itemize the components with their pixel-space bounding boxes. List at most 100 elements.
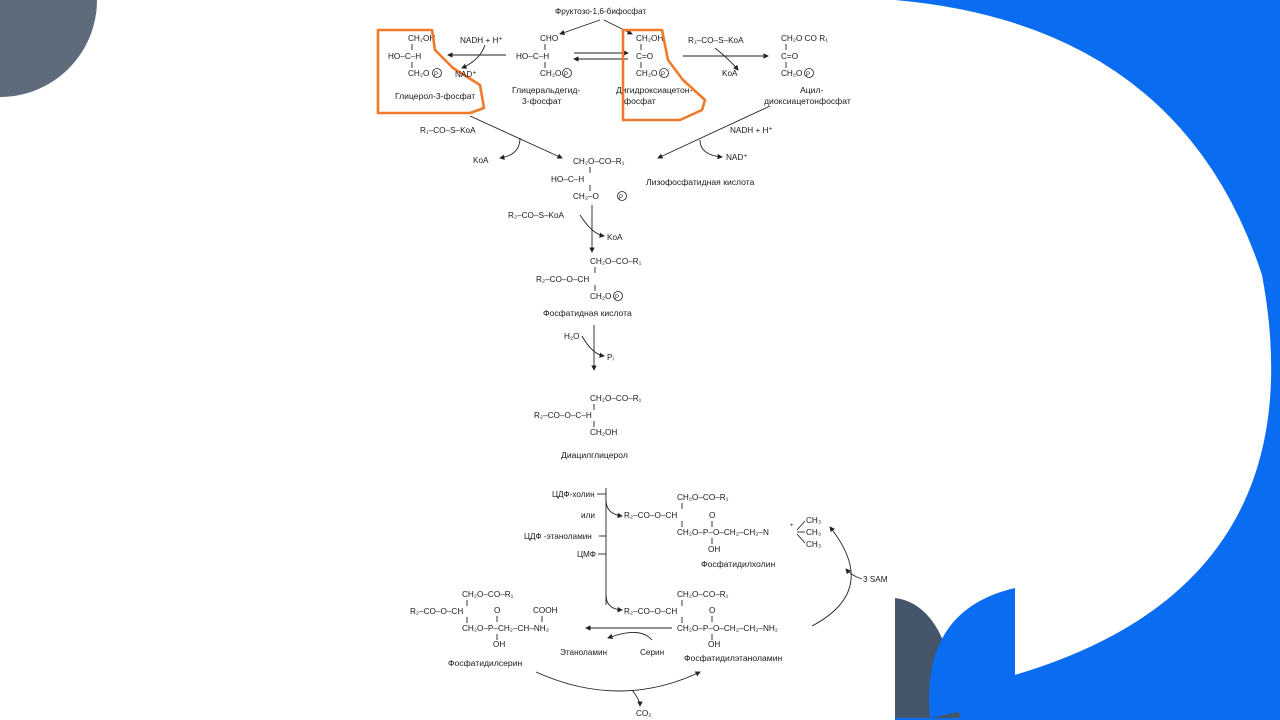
svg-text:CH₂O–P–O–CH₂–CH₂–NH₂: CH₂O–P–O–CH₂–CH₂–NH₂ <box>677 624 778 633</box>
diacylglycerol: CH₂O–CO–R₁ R₂–CO–O–C–H CH₂OH Диацилглице… <box>534 394 642 460</box>
acyl-coa-label-3: R₂–CO–S–KoA <box>508 211 565 220</box>
phosphatidylcholine: CH₂O–CO–R₁ R₂–CO–O–CH O CH₂O–P–O–CH₂–CH₂… <box>624 493 821 569</box>
svg-text:P: P <box>619 195 623 201</box>
svg-text:CH₂–O: CH₂–O <box>573 192 599 201</box>
lysophosphatidic-acid: CH₂O–CO–R₁ HO–C–H CH₂–O P Лизофосфатидна… <box>551 157 755 201</box>
svg-text:+: + <box>790 523 794 529</box>
svg-text:CH₂O–CO–R₁: CH₂O–CO–R₁ <box>573 157 625 166</box>
ethanolamine-label: Этаноламин <box>560 648 607 657</box>
svg-text:фосфат: фосфат <box>624 96 656 106</box>
svg-text:CH₃: CH₃ <box>806 516 821 525</box>
svg-text:Фосфатидилхолин: Фосфатидилхолин <box>701 559 775 569</box>
arrow-nadh-2 <box>699 139 723 160</box>
svg-text:O: O <box>709 511 715 520</box>
svg-text:O: O <box>709 606 715 615</box>
svg-text:Глицерол-3-фосфат: Глицерол-3-фосфат <box>395 91 475 101</box>
or-label: или <box>581 511 595 520</box>
co2-label: CO₂ <box>636 709 651 718</box>
svg-text:P: P <box>564 72 568 78</box>
koa-label-3: KoA <box>607 233 623 242</box>
acyl-dhap: CH₂O CO R₁ C=O CH₂O P Ацил- диоксиацетон… <box>764 34 851 106</box>
nadh-label-2: NADH + H⁺ <box>730 126 773 135</box>
svg-text:Фосфатидилсерин: Фосфатидилсерин <box>448 658 522 668</box>
svg-text:CH₂O–CO–R₁: CH₂O–CO–R₁ <box>462 590 514 599</box>
arrow-to-pc <box>605 499 623 519</box>
phosphate-circle <box>432 68 442 78</box>
svg-text:CH₂OH: CH₂OH <box>408 34 435 43</box>
pi-label: Pᵢ <box>607 353 614 362</box>
glyceraldehyde-3-phosphate: CHO HO–C–H CH₂O P Глицеральдегид- 3-фосф… <box>512 34 580 106</box>
acyl-coa-label-1: R₁–CO–S–KoA <box>688 36 744 45</box>
svg-text:CH₂O–P–CH₂–CH–NH₂: CH₂O–P–CH₂–CH–NH₂ <box>462 624 549 633</box>
svg-text:O: O <box>494 606 500 615</box>
phosphatidylethanolamine: CH₂O–CO–R₁ R₂–CO–O–CH O CH₂O–P–O–CH₂–CH₂… <box>624 590 782 663</box>
svg-text:CH₂O–CO–R₁: CH₂O–CO–R₁ <box>590 394 642 403</box>
svg-text:OH: OH <box>708 640 720 649</box>
svg-text:CH₃: CH₃ <box>806 540 821 549</box>
arrow-to-pe <box>605 594 623 613</box>
arrow-co2 <box>631 689 643 707</box>
arrow-h2o <box>581 335 605 358</box>
svg-text:COOH: COOH <box>533 606 558 615</box>
svg-text:CH₂O–P–O–CH₂–CH₂–N: CH₂O–P–O–CH₂–CH₂–N <box>677 528 769 537</box>
svg-text:Фосфатидная кислота: Фосфатидная кислота <box>543 308 632 318</box>
svg-text:R₂–CO–O–CH: R₂–CO–O–CH <box>624 511 677 520</box>
svg-text:OH: OH <box>708 545 720 554</box>
svg-text:C=O: C=O <box>636 52 653 61</box>
cdp-ethanolamine-label: ЦДФ -этаноламин <box>524 532 592 541</box>
svg-text:P: P <box>434 72 438 78</box>
arrow-acyl-coa <box>714 47 739 71</box>
nadh-label-1: NADH + H⁺ <box>460 36 503 45</box>
svg-text:R₂–CO–O–CH: R₂–CO–O–CH <box>536 275 589 284</box>
arrow-fructose-to-gald <box>559 19 601 36</box>
serine-label: Серин <box>640 648 664 657</box>
svg-text:CH₂OH: CH₂OH <box>590 428 617 437</box>
svg-text:CH₂O: CH₂O <box>636 69 657 78</box>
svg-text:P: P <box>661 72 665 78</box>
svg-text:CH₃: CH₃ <box>806 528 821 537</box>
sam-label: 3 SAM <box>863 575 888 584</box>
arrow-ps-to-pe <box>535 671 701 692</box>
svg-text:HO–C–H: HO–C–H <box>551 175 584 184</box>
arrow-fructose-to-dhap <box>603 19 633 35</box>
svg-text:CH₂OH: CH₂OH <box>636 34 663 43</box>
koa-label-2: KoA <box>473 156 489 165</box>
blue-leaf-shape <box>929 588 1015 718</box>
svg-text:CH₂O: CH₂O <box>781 69 802 78</box>
arrow-acyl-dhap-to-lyso <box>657 105 771 159</box>
svg-text:R₂–CO–O–CH: R₂–CO–O–CH <box>410 607 463 616</box>
cmp-label: ЦМФ <box>577 550 596 559</box>
arrow-acyl-coa-3 <box>579 214 605 238</box>
glycerol-3-phosphate: CH₂OH HO–C–H CH₂O P Глицерол-3-фосфат <box>388 34 475 101</box>
arrow-serine-exchange <box>607 632 653 641</box>
svg-text:OH: OH <box>493 640 505 649</box>
highlight-g3p <box>376 28 486 115</box>
arrow-nadh <box>461 44 486 69</box>
svg-text:P: P <box>806 72 810 78</box>
arrow-sam <box>845 568 863 580</box>
acyl-coa-label-2: R₁–CO–S–KoA <box>420 126 476 135</box>
svg-text:HO–C–H: HO–C–H <box>516 52 549 61</box>
svg-text:диоксиацетонфосфат: диоксиацетонфосфат <box>764 96 851 106</box>
svg-text:CH₂O: CH₂O <box>540 69 561 78</box>
svg-text:Диацилглицерол: Диацилглицерол <box>561 450 628 460</box>
svg-text:CH₂O: CH₂O <box>590 292 611 301</box>
koa-label-1: KoA <box>722 69 738 78</box>
svg-text:CH₂O–CO–R₁: CH₂O–CO–R₁ <box>677 493 729 502</box>
slate-corner-circle <box>0 0 97 97</box>
blue-corner-shape <box>895 0 1280 720</box>
h2o-label: H₂O <box>564 332 579 341</box>
svg-text:CH₂O–CO–R₁: CH₂O–CO–R₁ <box>590 257 642 266</box>
dihydroxyacetone-phosphate: CH₂OH C=O CH₂O P Дигидроксиацетон- фосфа… <box>616 34 693 106</box>
svg-text:CH₂O–CO–R₁: CH₂O–CO–R₁ <box>677 590 729 599</box>
cdp-choline-label: ЦДФ-холин <box>552 490 595 499</box>
svg-text:Ацил-: Ацил- <box>800 85 823 95</box>
arrow-g3p-to-lyso <box>469 115 563 159</box>
svg-text:Дигидроксиацетон-: Дигидроксиацетон- <box>616 85 693 95</box>
svg-text:CH₂O CO R₁: CH₂O CO R₁ <box>781 34 828 43</box>
arrow-koa-release <box>499 137 521 161</box>
phosphatidylserine: CH₂O–CO–R₁ R₂–CO–O–CH O COOH CH₂O–P–CH₂–… <box>410 590 558 668</box>
phosphatidic-acid: CH₂O–CO–R₁ R₂–CO–O–CH CH₂O P Фосфатидная… <box>536 257 642 318</box>
svg-text:Лизофосфатидная кислота: Лизофосфатидная кислота <box>646 177 755 187</box>
highlight-dhap <box>621 28 707 122</box>
